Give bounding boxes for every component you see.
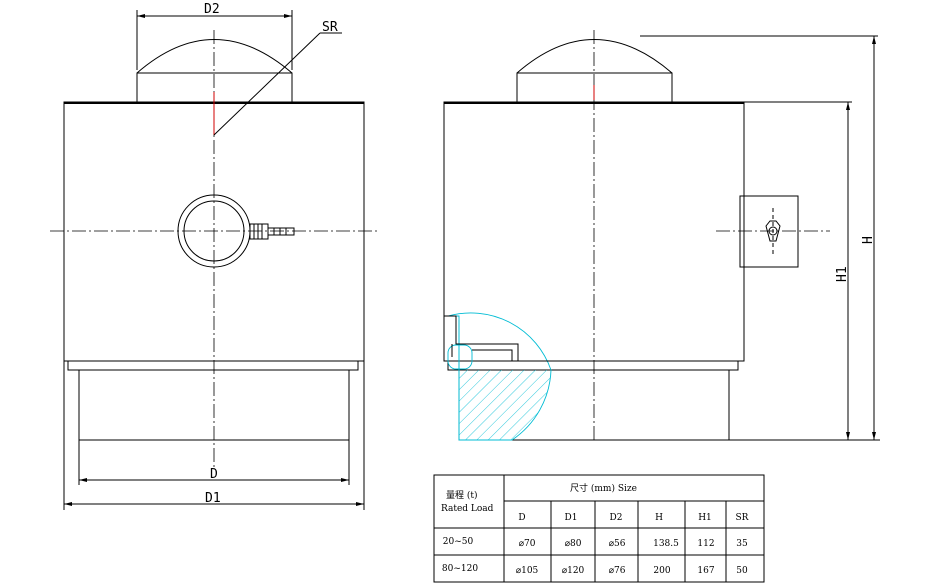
- junction-box: [739, 195, 799, 268]
- section-detail: [447, 312, 552, 441]
- table-cell: ⌀76: [609, 566, 626, 576]
- table-col-d1: D1: [565, 513, 578, 523]
- side-view: H1 H: [443, 30, 880, 441]
- table-cell: 50: [736, 566, 748, 576]
- table-cell: 167: [697, 566, 714, 576]
- cable-gland: [249, 223, 269, 240]
- front-dome: [136, 39, 293, 74]
- table-cell: 138.5: [653, 539, 679, 549]
- side-dome: [516, 39, 673, 74]
- table-cell: 35: [736, 539, 748, 549]
- front-view: D2 SR D D1: [50, 2, 380, 510]
- table-cell: ⌀80: [565, 539, 582, 549]
- table-row-load: 80~120: [442, 564, 478, 574]
- dim-label-sr: SR: [322, 20, 338, 35]
- table-cell: ⌀120: [562, 566, 585, 576]
- dim-label-d2: D2: [204, 2, 220, 17]
- table-cell: ⌀56: [609, 539, 626, 549]
- front-flange: [67, 360, 359, 371]
- table-cell: ⌀70: [519, 539, 536, 549]
- dim-label-d1: D1: [205, 491, 221, 506]
- table-row-load: 20~50: [443, 537, 474, 547]
- table-col-d: D: [518, 513, 525, 523]
- front-connector-inner: [183, 200, 245, 262]
- dim-label-h: H: [861, 236, 876, 244]
- table-header-load-en: Rated Load: [441, 504, 494, 514]
- dim-label-d: D: [210, 467, 218, 482]
- side-flange: [447, 360, 739, 371]
- side-dome-neck: [516, 72, 673, 103]
- dim-label-h1: H1: [835, 266, 850, 282]
- table-header-load-cn: 量程 (t): [446, 490, 478, 501]
- spec-table: 量程 (t) Rated Load 尺寸 (mm) Size D D1 D2 H…: [433, 474, 765, 583]
- table-col-sr: SR: [736, 513, 749, 523]
- table-cell: 112: [697, 539, 714, 549]
- table-header-size: 尺寸 (mm) Size: [570, 482, 637, 494]
- junction-nut: [765, 220, 781, 242]
- table-col-h: H: [655, 513, 663, 523]
- table-col-d2: D2: [610, 513, 623, 523]
- table-cell: ⌀105: [516, 566, 539, 576]
- table-cell: 200: [653, 566, 670, 576]
- table-col-h1: H1: [698, 513, 712, 523]
